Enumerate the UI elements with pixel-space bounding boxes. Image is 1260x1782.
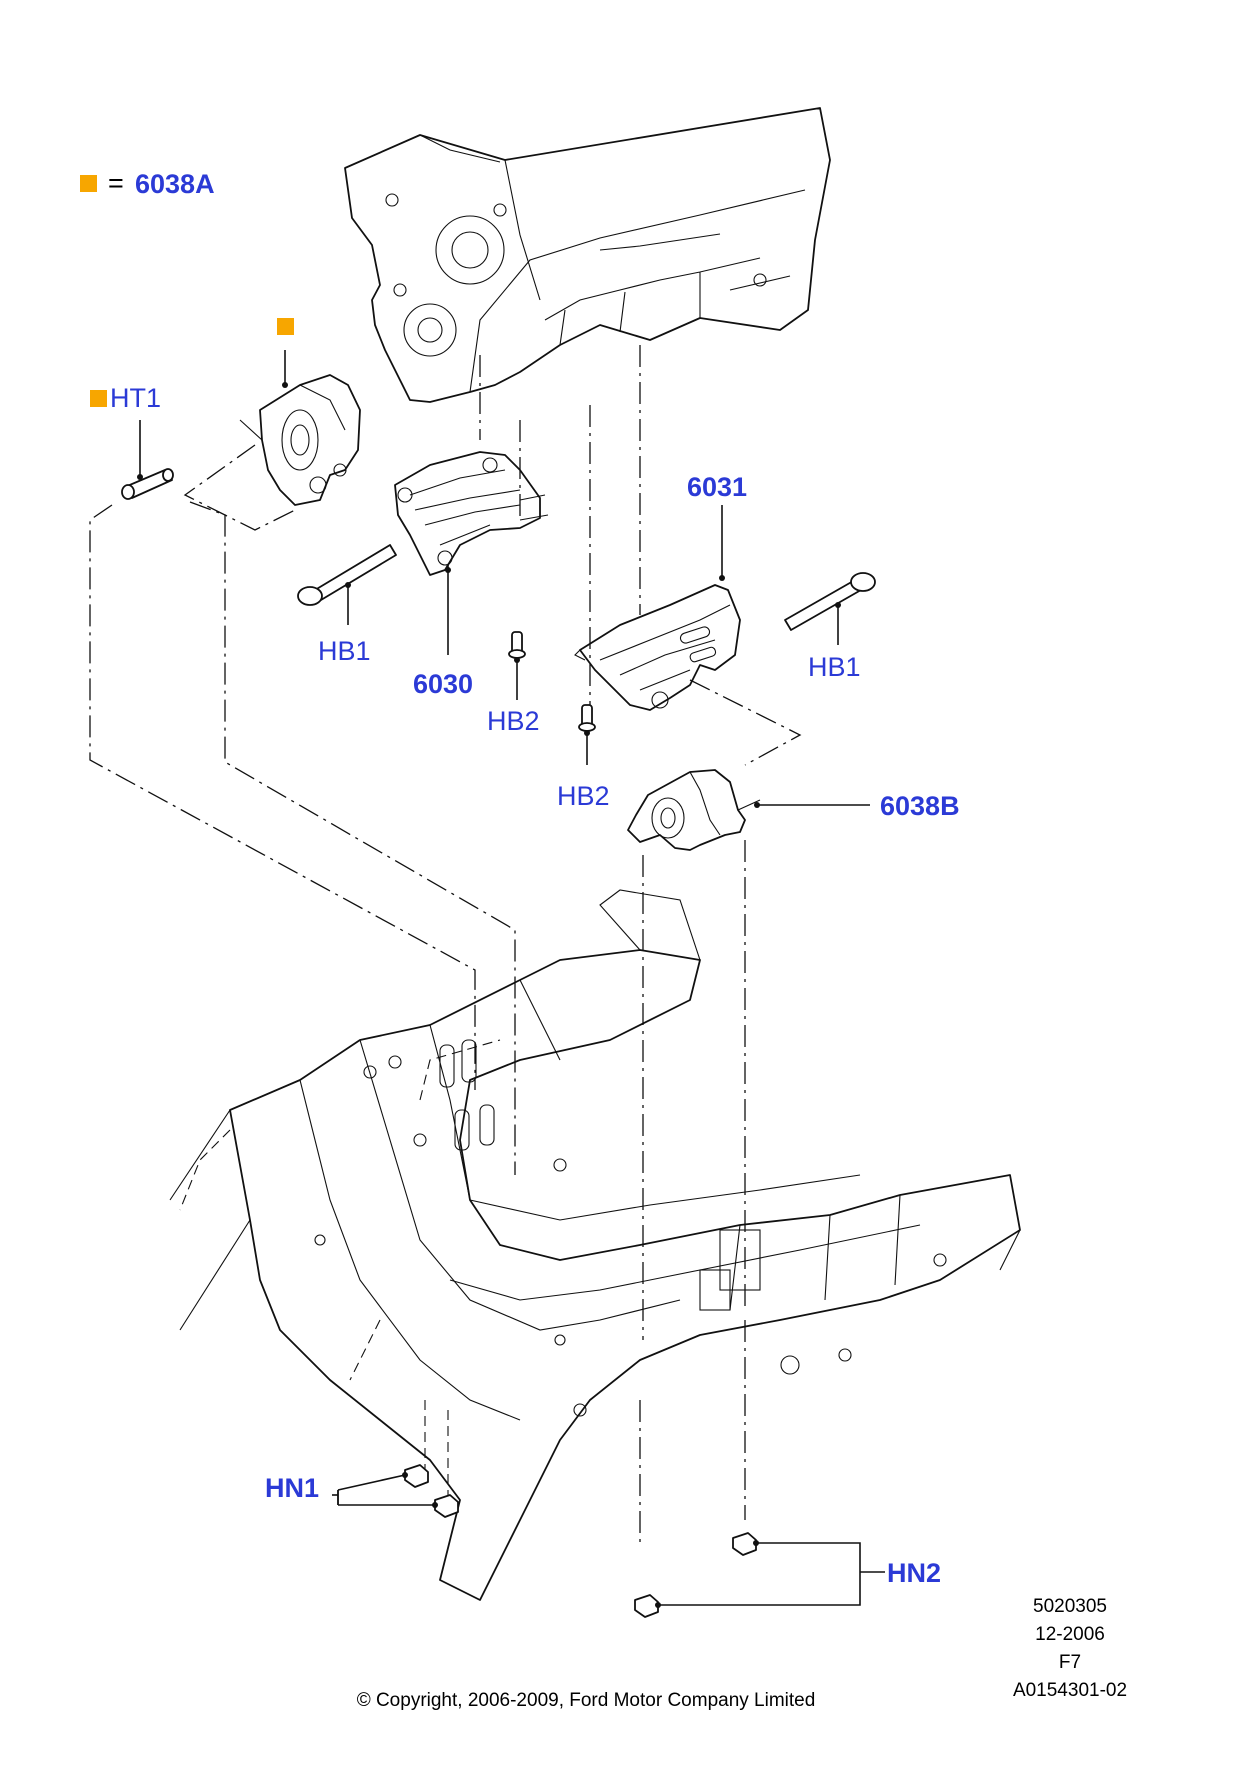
callout-hb2-left: HB2 <box>487 706 540 736</box>
callout-ht1: HT1 <box>90 383 161 413</box>
marker-6038a <box>277 318 294 388</box>
copyright: © Copyright, 2006-2009, Ford Motor Compa… <box>357 1690 816 1711</box>
callout-hb1-left: HB1 <box>318 636 371 666</box>
illustration-code: F7 <box>1059 1652 1081 1673</box>
illustration-number: 5020305 <box>1033 1596 1107 1617</box>
stud-hb2-left <box>508 631 526 700</box>
legend-marker-icon <box>80 175 97 192</box>
callout-6031: 6031 <box>687 472 747 581</box>
nuts-hn1 <box>332 1464 459 1518</box>
mount-6038a <box>239 374 361 506</box>
assembly-lines <box>89 345 802 1545</box>
bracket-6030 <box>394 451 549 576</box>
illustration-id: A0154301-02 <box>1013 1680 1127 1701</box>
nuts-hn2 <box>634 1532 885 1618</box>
callout-hn2: HN2 <box>887 1558 941 1588</box>
ht1-marker-icon <box>90 390 107 407</box>
callout-hb2-right: HB2 <box>557 781 610 811</box>
svg-text:6038B: 6038B <box>880 791 960 821</box>
bolt-hb1-right <box>784 572 876 645</box>
pin-ht1 <box>121 420 174 500</box>
legend: = 6038A <box>80 168 215 199</box>
meta-block: 5020305 12-2006 F7 A0154301-02 <box>1013 1596 1127 1701</box>
mount-6038a-marker-icon <box>277 318 294 335</box>
callout-hn1: HN1 <box>265 1473 319 1503</box>
stud-hb2-right <box>578 704 596 765</box>
callout-hb1-right: HB1 <box>808 652 861 682</box>
callout-6038b: 6038B <box>754 791 960 821</box>
svg-text:6030: 6030 <box>413 669 473 699</box>
legend-equals: = <box>108 168 124 198</box>
bracket-6031 <box>574 584 741 711</box>
callout-6030: 6030 <box>413 565 473 699</box>
svg-text:HT1: HT1 <box>110 383 161 413</box>
legend-part-number: 6038A <box>135 169 215 199</box>
engine-block <box>344 107 831 403</box>
mount-6038b <box>627 769 761 851</box>
illustration-date: 12-2006 <box>1035 1624 1105 1645</box>
vehicle-frame <box>169 889 1021 1601</box>
svg-text:6031: 6031 <box>687 472 747 502</box>
bolt-hb1-left <box>297 544 397 625</box>
